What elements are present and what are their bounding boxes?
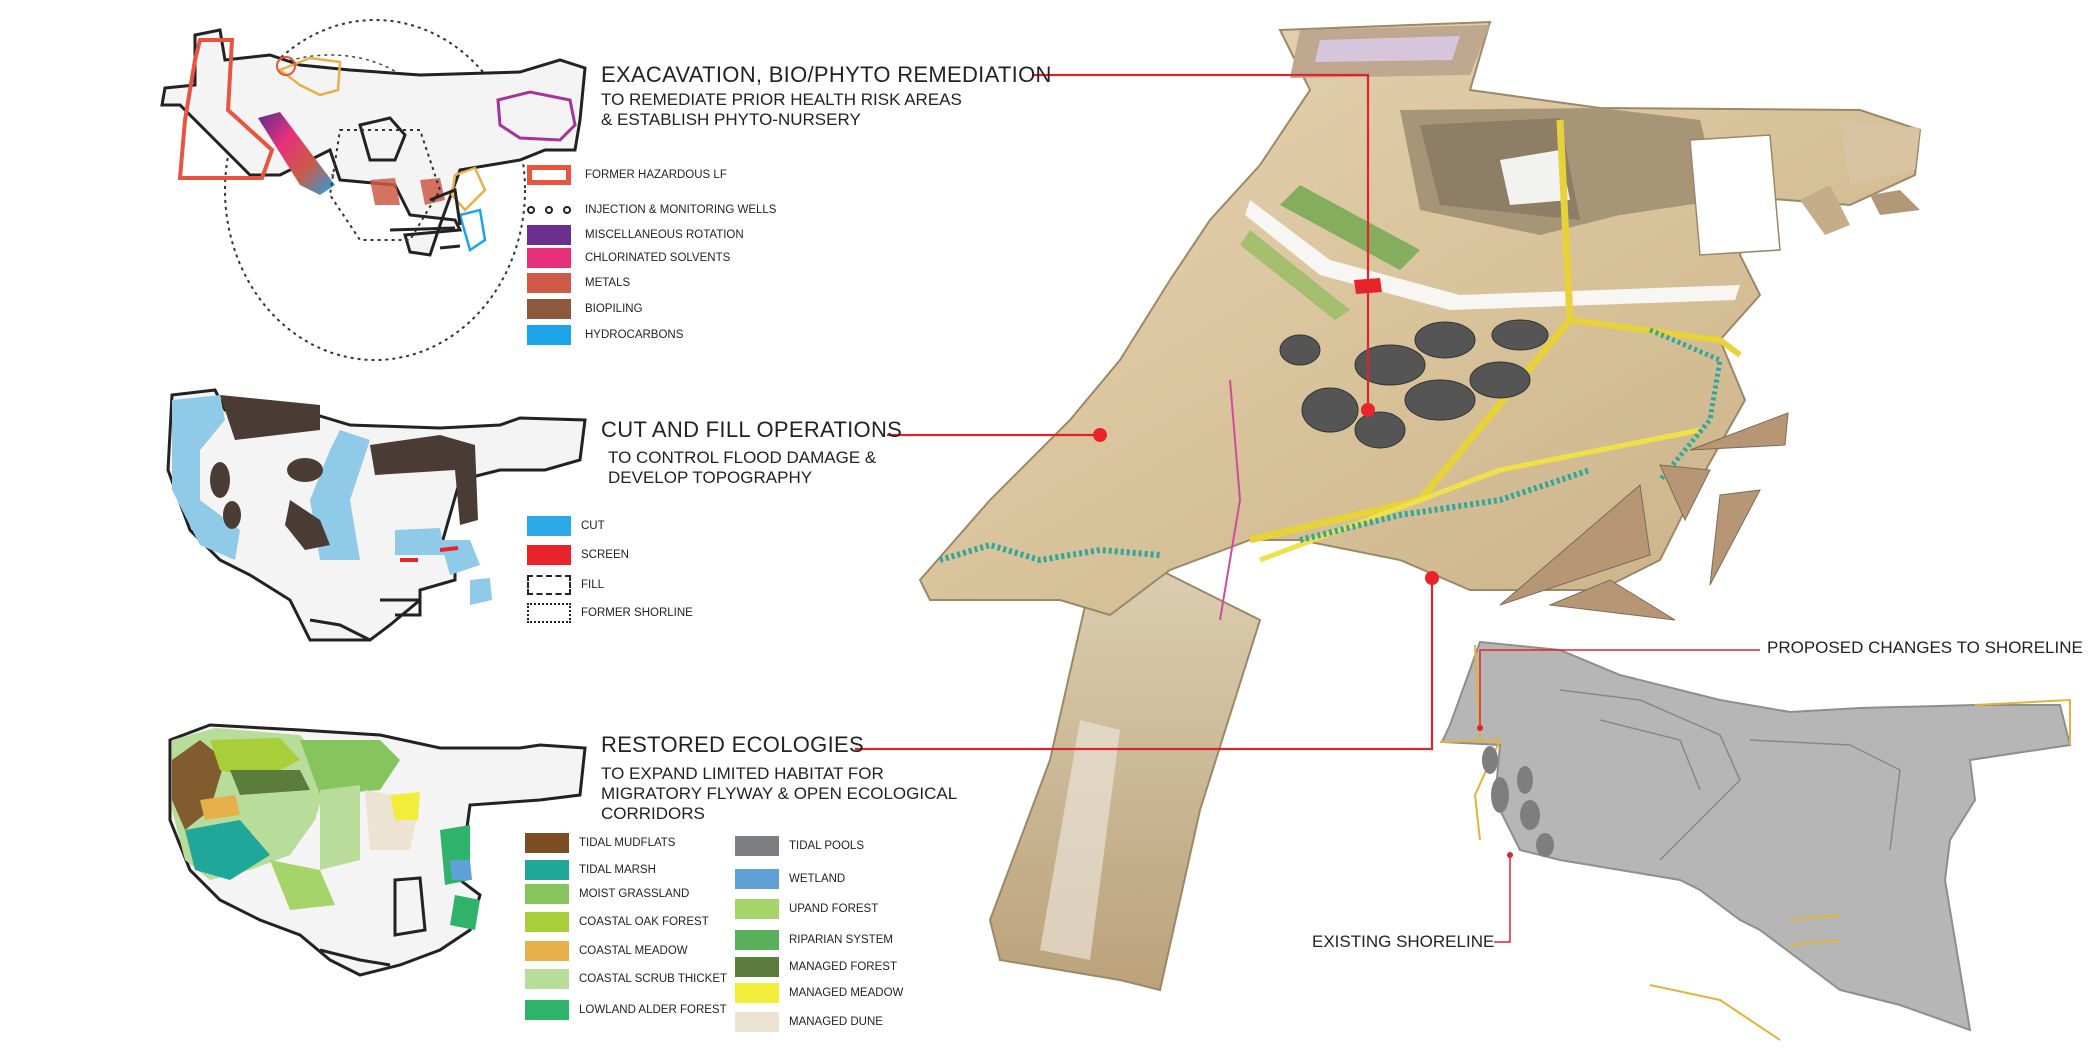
legend-label: INJECTION & MONITORING WELLS [585, 204, 777, 216]
ecologies-site-plan [168, 723, 587, 977]
legend-item: LOWLAND ALDER FOREST [525, 1000, 727, 1020]
cutfill-subtitle: TO CONTROL FLOOD DAMAGE & DEVELOP TOPOGR… [608, 448, 876, 488]
legend-swatch [525, 941, 569, 961]
legend-swatch [527, 200, 571, 220]
legend-swatch [525, 884, 569, 904]
excavation-subtitle-line: TO REMEDIATE PRIOR HEALTH RISK AREAS [601, 90, 962, 109]
ecologies-subtitle-line: TO EXPAND LIMITED HABITAT FOR [601, 764, 884, 783]
legend-swatch [735, 930, 779, 950]
ecologies-title: RESTORED ECOLOGIES [601, 732, 864, 757]
legend-item: MANAGED DUNE [735, 1012, 883, 1032]
excavation-site-plan [160, 19, 587, 361]
legend-item: TIDAL MARSH [525, 860, 656, 880]
legend-label: FORMER SHORLINE [581, 607, 693, 619]
legend-label: COASTAL MEADOW [579, 945, 688, 957]
legend-swatch [525, 912, 569, 932]
legend-item: MOIST GRASSLAND [525, 884, 689, 904]
legend-label: UPAND FOREST [789, 903, 879, 915]
legend-swatch [527, 273, 571, 293]
legend-item: HYDROCARBONS [527, 325, 683, 345]
leader-lines [855, 73, 1434, 751]
legend-item: TIDAL MUDFLATS [525, 833, 675, 853]
legend-swatch [527, 225, 571, 245]
legend-label: FORMER HAZARDOUS LF [585, 169, 727, 181]
legend-item: FORMER SHORLINE [527, 603, 693, 623]
legend-label: MANAGED MEADOW [789, 987, 904, 999]
legend-label: CHLORINATED SOLVENTS [585, 252, 731, 264]
legend-item: SCREEN [527, 545, 629, 565]
legend-item: BIOPILING [527, 299, 643, 319]
legend-label: TIDAL MUDFLATS [579, 837, 676, 849]
legend-swatch [735, 957, 779, 977]
excavation-subtitle: TO REMEDIATE PRIOR HEALTH RISK AREAS & E… [601, 90, 962, 130]
legend-item: INJECTION & MONITORING WELLS [527, 200, 776, 220]
legend-label: WETLAND [789, 873, 846, 885]
legend-swatch [527, 325, 571, 345]
legend-swatch [735, 899, 779, 919]
legend-swatch [735, 983, 779, 1003]
site-model [918, 20, 1922, 992]
legend-item: MANAGED FOREST [735, 957, 897, 977]
cutfill-subtitle-line: TO CONTROL FLOOD DAMAGE & [608, 448, 877, 467]
legend-item: MISCELLANEOUS ROTATION [527, 225, 744, 245]
excavation-subtitle-line: & ESTABLISH PHYTO-NURSERY [601, 110, 861, 129]
shoreline-leaders [1479, 649, 1760, 943]
legend-item: WETLAND [735, 869, 845, 889]
cutfill-subtitle-line: DEVELOP TOPOGRAPHY [608, 468, 813, 487]
legend-label: BIOPILING [585, 303, 643, 315]
legend-swatch [525, 833, 569, 853]
legend-swatch [735, 836, 779, 856]
legend-label: MANAGED FOREST [789, 961, 897, 973]
legend-item: FORMER HAZARDOUS LF [527, 165, 727, 185]
legend-label: TIDAL MARSH [579, 864, 656, 876]
legend-label: FILL [581, 579, 605, 591]
legend-label: SCREEN [581, 549, 629, 561]
legend-swatch [735, 869, 779, 889]
legend-item: FILL [527, 575, 604, 595]
legend-swatch [735, 1012, 779, 1032]
legend-item: COASTAL MEADOW [525, 941, 688, 961]
legend-swatch [525, 969, 569, 989]
legend-item: COASTAL OAK FOREST [525, 912, 709, 932]
shoreline-plan [1439, 640, 2072, 1041]
legend-item: UPAND FOREST [735, 899, 878, 919]
legend-swatch [527, 165, 571, 185]
legend-label: RIPARIAN SYSTEM [789, 934, 893, 946]
legend-label: HYDROCARBONS [585, 329, 684, 341]
proposed-shoreline-callout: PROPOSED CHANGES TO SHORELINE [1767, 638, 2083, 657]
legend-item: TIDAL POOLS [735, 836, 864, 856]
legend-item: CHLORINATED SOLVENTS [527, 248, 730, 268]
legend-label: MISCELLANEOUS ROTATION [585, 229, 744, 241]
legend-label: MOIST GRASSLAND [579, 888, 690, 900]
cutfill-site-plan [166, 388, 587, 642]
excavation-title: EXACAVATION, BIO/PHYTO REMEDIATION [601, 62, 1052, 87]
legend-swatch [527, 299, 571, 319]
legend-swatch [525, 860, 569, 880]
leader-dots [1093, 278, 1439, 585]
legend-label: COASTAL OAK FOREST [579, 916, 709, 928]
legend-swatch [527, 516, 571, 536]
ecologies-subtitle-line: MIGRATORY FLYWAY & OPEN ECOLOGICAL [601, 784, 958, 803]
legend-item: CUT [527, 516, 605, 536]
legend-label: TIDAL POOLS [789, 840, 864, 852]
legend-label: LOWLAND ALDER FOREST [579, 1004, 727, 1016]
legend-label: COASTAL SCRUB THICKET [579, 973, 728, 985]
legend-item: MANAGED MEADOW [735, 983, 903, 1003]
legend-label: METALS [585, 277, 631, 289]
legend-swatch [527, 545, 571, 565]
legend-swatch [527, 248, 571, 268]
legend-label: MANAGED DUNE [789, 1016, 883, 1028]
legend-swatch [527, 575, 571, 595]
cutfill-title: CUT AND FILL OPERATIONS [601, 417, 903, 442]
ecologies-subtitle: TO EXPAND LIMITED HABITAT FOR MIGRATORY … [601, 764, 957, 824]
ecologies-subtitle-line: CORRIDORS [601, 804, 705, 823]
legend-item: METALS [527, 273, 630, 293]
legend-item: COASTAL SCRUB THICKET [525, 969, 727, 989]
existing-shoreline-callout: EXISTING SHORELINE [1312, 932, 1495, 951]
legend-label: CUT [581, 520, 605, 532]
legend-item: RIPARIAN SYSTEM [735, 930, 893, 950]
legend-swatch [527, 603, 571, 623]
legend-swatch [525, 1000, 569, 1020]
